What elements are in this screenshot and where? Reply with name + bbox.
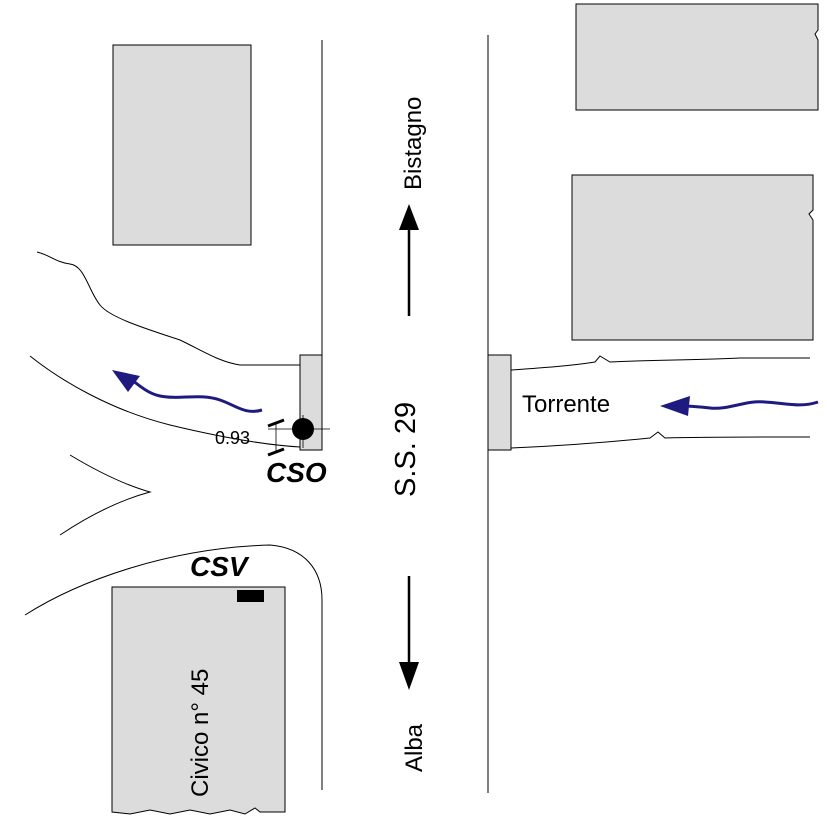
bridge-abutment-east	[487, 354, 512, 451]
building-northeast	[571, 174, 814, 341]
arrow-south-head	[399, 662, 419, 690]
stream-bank-upper-east	[510, 355, 810, 371]
stream-bank-lower-west	[29, 355, 301, 448]
measurement-label: 0.93	[215, 428, 250, 448]
flow-arrowhead-east	[660, 396, 690, 416]
csv-label: CSV	[190, 551, 250, 582]
csv-sensor	[237, 590, 264, 602]
flow-arrow-west	[131, 378, 263, 413]
south-destination-label: Alba	[401, 723, 428, 772]
stream-confluence	[59, 454, 152, 536]
building-civico-45	[111, 586, 286, 815]
road-curve-southwest	[24, 544, 323, 790]
stream-label: Torrente	[522, 391, 610, 418]
stream-bank-upper-west	[36, 251, 300, 366]
building-number-label: Civico n° 45	[187, 669, 214, 797]
flow-arrowhead-west	[112, 370, 140, 392]
stream-bank-lower-east	[510, 431, 811, 449]
arrow-north-head	[399, 204, 419, 230]
cso-label: CSO	[266, 457, 327, 488]
building-northwest	[112, 44, 252, 246]
cso-point	[292, 418, 314, 440]
building-northeast-top	[575, 3, 819, 111]
north-destination-label: Bistagno	[400, 97, 427, 190]
road-label: S.S. 29	[390, 402, 422, 497]
flow-arrow-east	[682, 400, 819, 410]
